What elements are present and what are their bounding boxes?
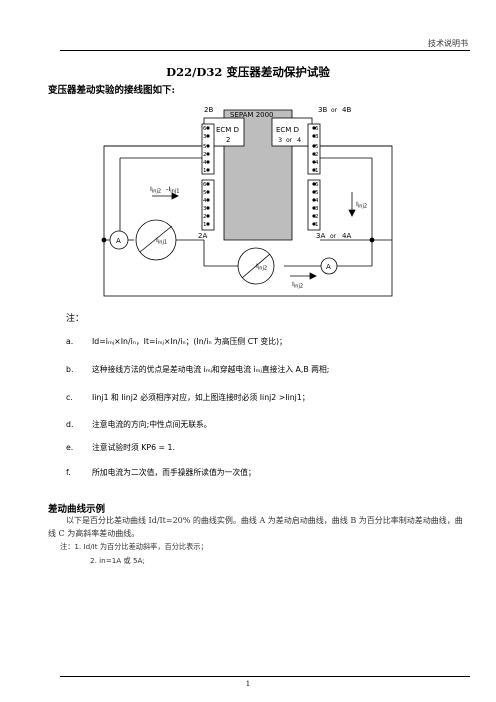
ecm-right-label: ECM D — [276, 126, 299, 134]
ammeter-right-label: A — [326, 263, 331, 271]
label-3b: 3B — [318, 106, 327, 114]
svg-text:6: 6 — [315, 182, 319, 188]
arrow-minus-iinj1-label: -Iinj1 — [166, 185, 179, 195]
svg-text:2: 2 — [315, 214, 319, 220]
svg-text:5: 5 — [203, 144, 207, 150]
svg-text:6: 6 — [203, 182, 207, 188]
iinj2-label: Iinj2 — [256, 262, 267, 272]
svg-text:6: 6 — [203, 126, 207, 132]
terminal-left-bottom — [201, 179, 215, 231]
section-paragraph: 以下是百分比差动曲线 Id/It=20% 的曲线实例。曲线 A 为差动启动曲线，… — [48, 516, 463, 538]
label-2a: 2A — [198, 232, 207, 240]
arrow-iinj2-label: Iinj2 — [150, 185, 161, 195]
svg-text:6: 6 — [315, 126, 319, 132]
svg-text:5: 5 — [203, 190, 207, 196]
wiring-diagram: SEPAM 2000 ECM D 2 ECM D 3 or 4 2B 3B or… — [101, 106, 393, 297]
terminal-right-top — [307, 123, 321, 175]
ammeter-right — [320, 257, 338, 275]
ecm-right-or: or — [286, 137, 293, 144]
page-title: D22/D32 变压器差动保护试验 — [166, 65, 330, 79]
svg-text:2: 2 — [203, 152, 207, 158]
ecm-right-box — [271, 117, 313, 147]
svg-text:4: 4 — [203, 198, 207, 204]
pin-labels-left-bottom: 6 5 4 3 2 1 — [203, 182, 207, 228]
junction-dot — [101, 237, 107, 243]
ecm-left-label: ECM D — [216, 126, 239, 134]
label-or-b: or — [331, 107, 338, 114]
svg-text:2: 2 — [315, 152, 319, 158]
notes-label: 注： — [66, 314, 85, 324]
small-note-2: 2. in=1A 或 5A; — [90, 556, 145, 565]
svg-text:4: 4 — [315, 160, 319, 166]
note-item: c.Iinj1 和 Iinj2 必须相序对应，如上图连接时必须 Iinj2 >I… — [66, 393, 310, 402]
ecm-right-num-a: 3 — [278, 136, 282, 144]
svg-text:3: 3 — [315, 206, 319, 212]
terminal-left-top — [201, 123, 215, 175]
svg-text:3: 3 — [203, 206, 207, 212]
iinj1-label: Iinj1 — [156, 236, 167, 246]
svg-text:1: 1 — [203, 168, 207, 174]
ecm-right-num-b: 4 — [297, 136, 301, 144]
pin-labels-right-top: 6 3 5 2 4 1 — [315, 126, 319, 174]
header-rule — [60, 50, 470, 51]
bottom-iinj2-label: Iinj2 — [292, 280, 303, 290]
note-item: b.这种接线方法的优点是差动电流 iₘⱼ和穿越电流 iₘⱼ直接注入 A,B 两相… — [66, 365, 330, 374]
pin-labels-right-bottom: 6 5 4 3 2 1 — [315, 182, 319, 228]
small-note-1: 注：1. Id/It 为百分比差动斜率，百分比表示； — [60, 542, 208, 551]
wiring-subtitle: 变压器差动实验的接线图如下: — [48, 85, 176, 96]
svg-text:4: 4 — [203, 160, 207, 166]
svg-text:1: 1 — [315, 168, 319, 174]
pin-labels-left-top: 6 3 5 2 4 1 — [203, 126, 207, 174]
junction-dot — [369, 237, 375, 243]
svg-text:1: 1 — [315, 222, 319, 228]
svg-text:5: 5 — [315, 190, 319, 196]
note-item: e.注意试验时须 KP6 = 1. — [66, 443, 175, 452]
label-or-a: or — [330, 233, 337, 240]
note-item: d.注意电流的方向;中性点间无联系。 — [66, 420, 212, 429]
ecm-left-num: 2 — [226, 136, 230, 144]
page-number: 1 — [245, 680, 251, 688]
note-item: f.所加电流为二次值，而手操器所读值为一次值； — [66, 468, 256, 477]
label-3a: 3A — [316, 232, 325, 240]
svg-text:1: 1 — [203, 222, 207, 228]
label-4b: 4B — [342, 106, 351, 114]
label-4a: 4A — [342, 232, 351, 240]
section-title: 差动曲线示例 — [48, 504, 106, 515]
svg-text:4: 4 — [315, 198, 319, 204]
right-iinj2-label: Iinj2 — [356, 200, 367, 210]
ammeter-left — [109, 230, 129, 250]
terminal-right-bottom — [307, 179, 321, 231]
label-2b: 2B — [204, 106, 213, 114]
svg-text:5: 5 — [315, 144, 319, 150]
header-text: 技术说明书 — [428, 39, 468, 48]
note-item: a.Id=iₘⱼ×In/iₙ，It=iₘⱼ×In/iₙ；(In/iₙ 为高压侧 … — [66, 337, 287, 346]
sepam-label: SEPAM 2000 — [230, 111, 274, 119]
ammeter-left-label: A — [116, 237, 121, 245]
svg-text:3: 3 — [315, 134, 319, 140]
svg-text:3: 3 — [203, 134, 207, 140]
footer-rule — [60, 676, 470, 677]
svg-text:2: 2 — [203, 214, 207, 220]
